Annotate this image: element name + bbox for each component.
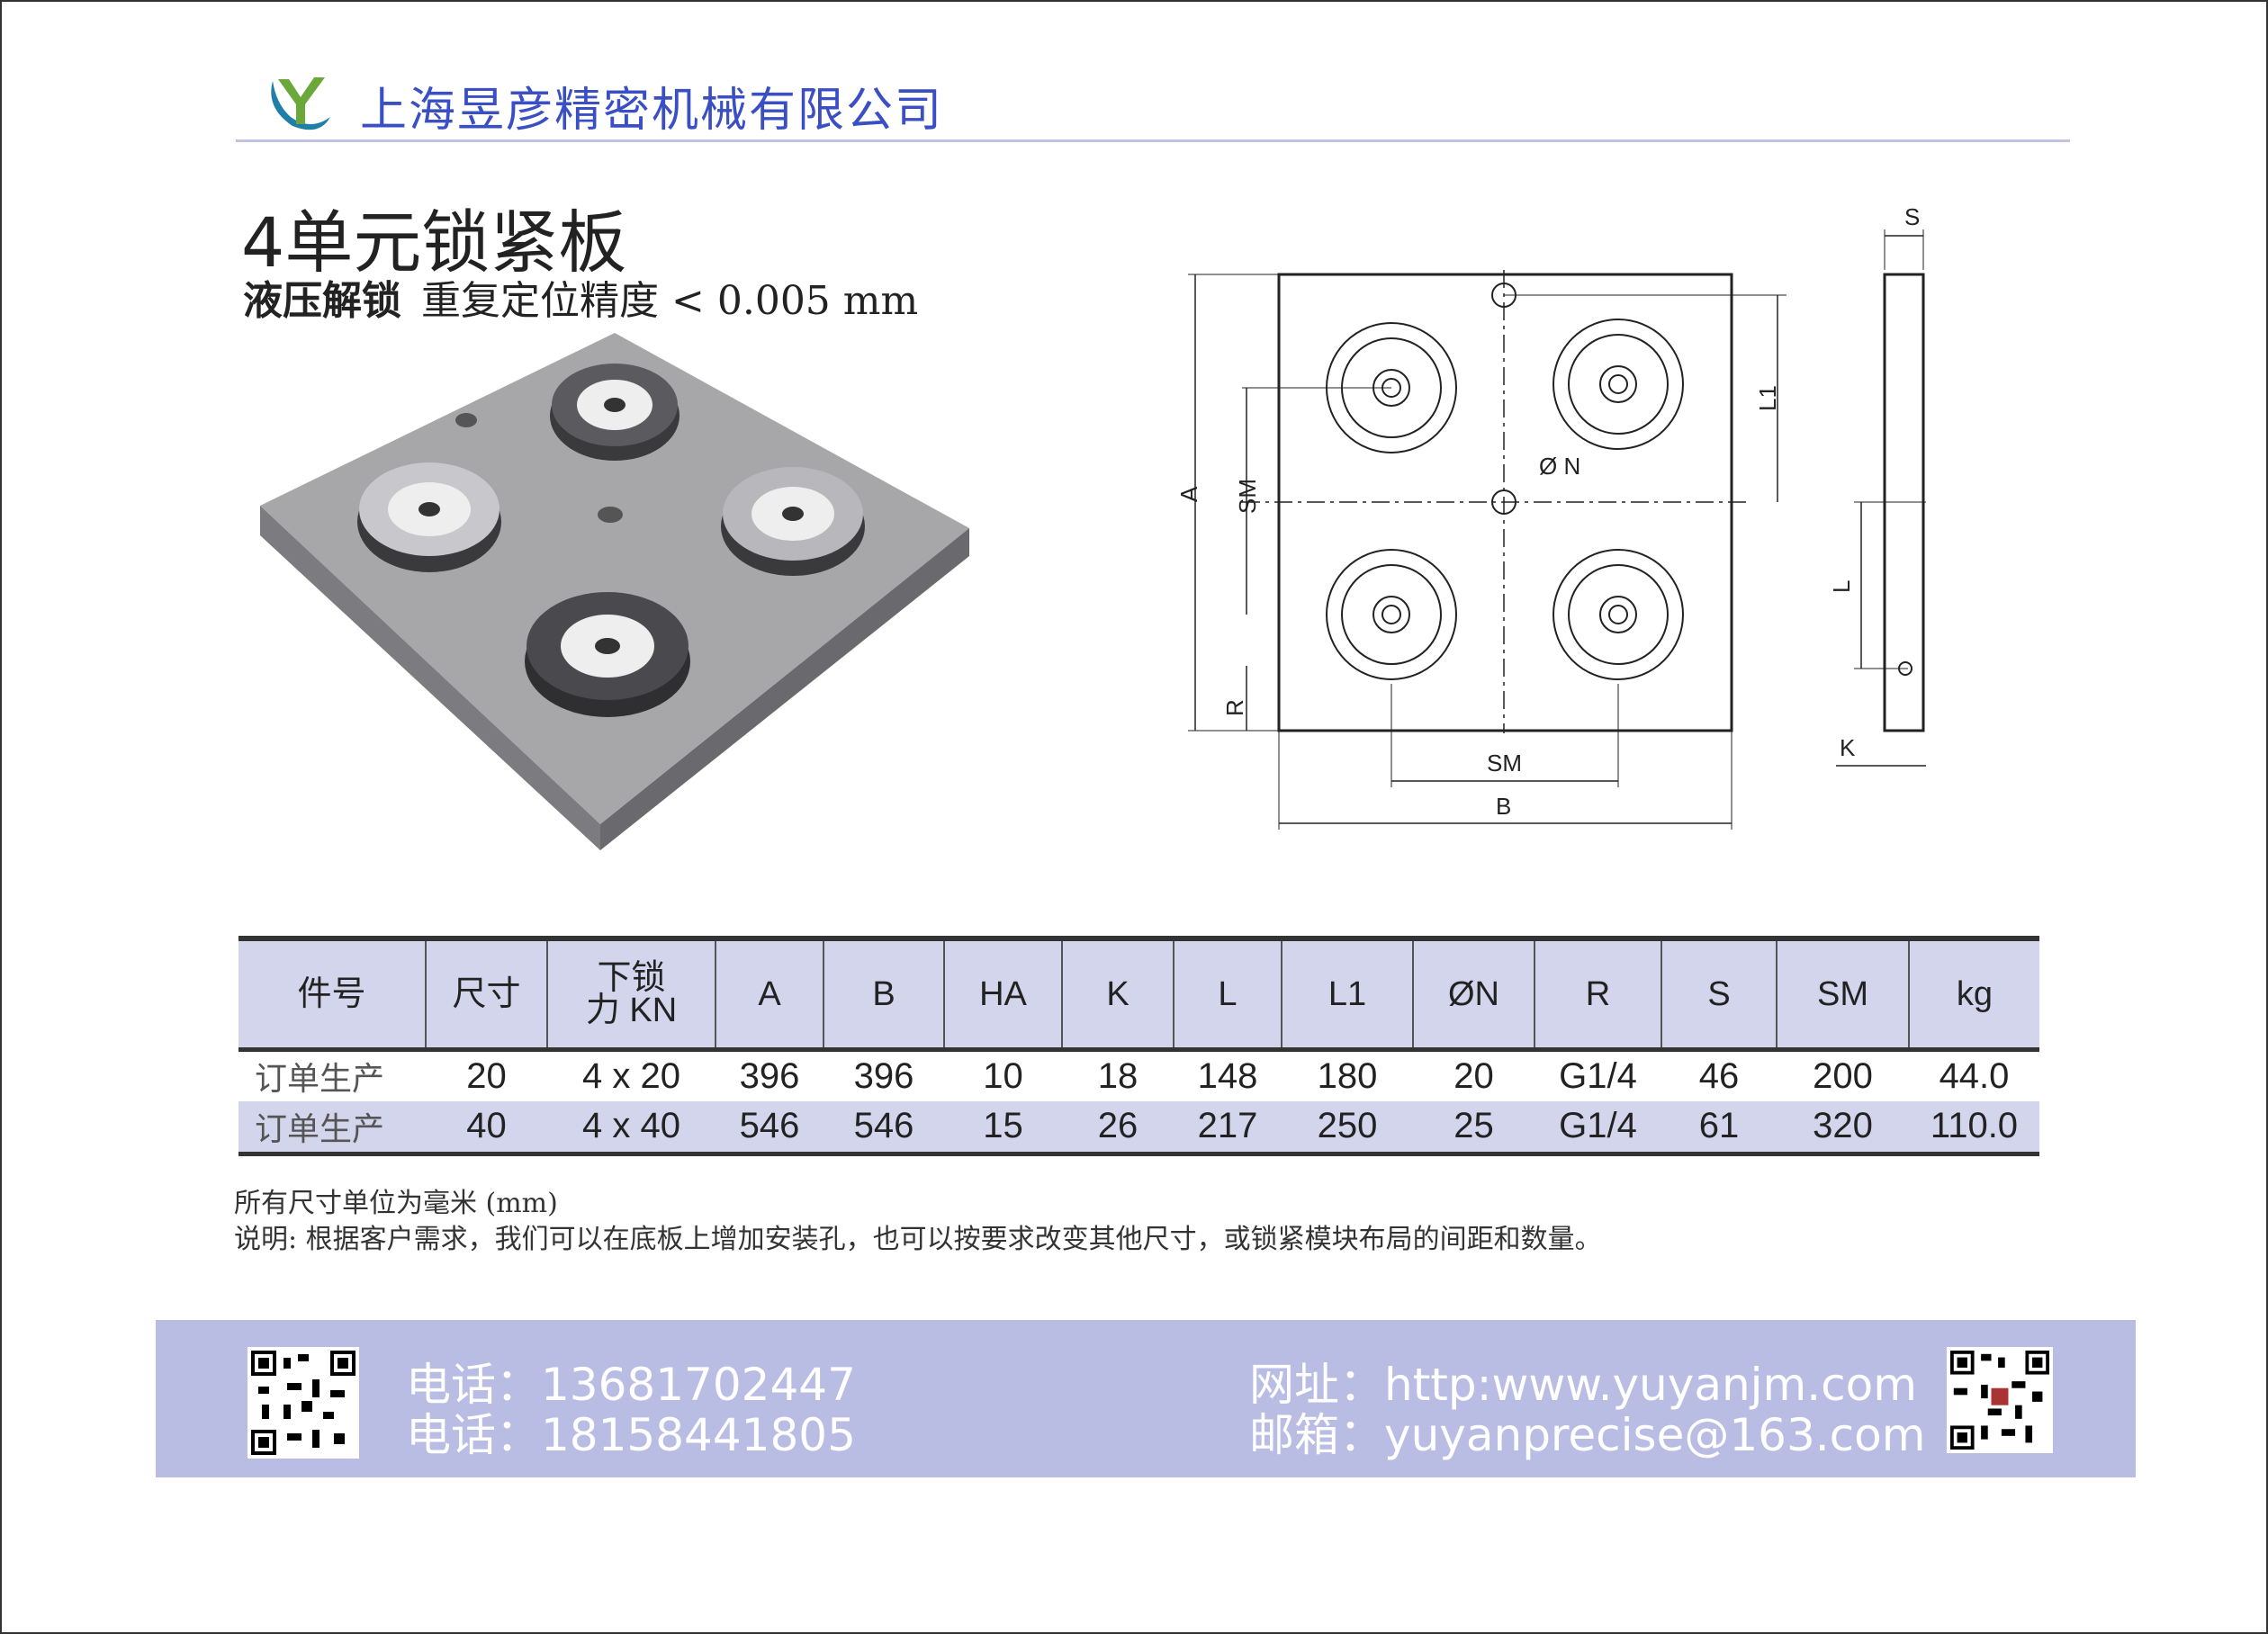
table-row: 订单生产 40 4 x 40 546 546 15 26 217 250 25 G1/4 61 320 1… xyxy=(238,1101,2039,1154)
cell: 46 xyxy=(1698,1055,1740,1096)
unlock-type: 液压解锁 xyxy=(243,278,401,324)
dim-label-s: S xyxy=(1904,203,1920,230)
cell: 4 x 40 xyxy=(582,1106,680,1146)
technical-drawing: S HA A SM Ø N L1 L K R SM B xyxy=(1175,203,1926,830)
cell: 320 xyxy=(1813,1106,1873,1146)
module-outline xyxy=(1326,549,1457,680)
spec-table: 件号 尺寸 下锁力 KN A B HA K L L1 ØN R S SM kg … xyxy=(238,936,2039,1156)
dim-label-n: Ø N xyxy=(1539,453,1580,480)
cell: 10 xyxy=(983,1055,1023,1096)
cell: G1/4 xyxy=(1559,1106,1637,1146)
clamping-module xyxy=(550,364,680,461)
cell: 546 xyxy=(853,1106,914,1146)
clamping-module xyxy=(525,592,690,717)
dim-label-k: K xyxy=(1840,734,1856,761)
cell: 148 xyxy=(1197,1055,1258,1096)
description-note: 说明: 根据客户需求，我们可以在底板上增加安装孔，也可以按要求改变其他尺寸，或锁… xyxy=(234,1224,1602,1255)
cell: 61 xyxy=(1698,1106,1740,1146)
dim-label-l1: L1 xyxy=(1754,385,1781,411)
phone-2: 电话：18158441805 xyxy=(406,1409,856,1461)
company-logo xyxy=(271,77,330,130)
cell: 40 xyxy=(466,1106,507,1146)
col-header: A xyxy=(715,938,824,1049)
qr-code-right[interactable] xyxy=(1947,1347,2053,1453)
col-header: L1 xyxy=(1281,938,1413,1049)
dim-label-b: B xyxy=(1496,793,1511,820)
cell: 18 xyxy=(1097,1055,1138,1096)
qr-code-icon xyxy=(1950,1351,2049,1450)
email[interactable]: 邮箱：yuyanprecise@163.com xyxy=(1249,1409,1926,1461)
table-row: 订单生产 20 4 x 20 396 396 10 18 148 180 20 G1/4 46 200 4… xyxy=(238,1049,2039,1101)
clamping-module xyxy=(357,462,501,572)
col-header: S xyxy=(1660,938,1777,1049)
col-header: 件号 xyxy=(297,974,366,1013)
col-header: K xyxy=(1061,938,1174,1049)
cell: 200 xyxy=(1813,1055,1873,1096)
cell: 25 xyxy=(1454,1106,1494,1146)
product-subtitle: 液压解锁重复定位精度 < 0.005 mm xyxy=(243,268,918,326)
cell: 250 xyxy=(1317,1106,1378,1146)
cell: 396 xyxy=(853,1055,914,1096)
dim-label-sm-vertical: SM xyxy=(1234,479,1261,514)
qr-code-left[interactable] xyxy=(248,1347,359,1459)
dim-label-r: R xyxy=(1221,699,1248,716)
table-header-row: 件号 尺寸 下锁力 KN A B HA K L L1 ØN R S SM kg xyxy=(238,938,2039,1049)
dim-label-sm-horizontal: SM xyxy=(1487,750,1522,777)
col-header: B xyxy=(823,938,944,1049)
qr-code-icon xyxy=(251,1351,356,1455)
col-header: 下锁力 KN xyxy=(546,938,716,1049)
precision-spec: 重复定位精度 < 0.005 mm xyxy=(421,278,919,324)
cell: 180 xyxy=(1317,1055,1378,1096)
cell: 217 xyxy=(1197,1106,1258,1146)
clamping-module xyxy=(721,467,865,576)
product-image xyxy=(260,333,969,850)
dim-label-a: A xyxy=(1175,486,1202,502)
cell: 订单生产 xyxy=(255,1109,385,1147)
cell: 20 xyxy=(466,1055,507,1096)
cell: 396 xyxy=(739,1055,800,1096)
website[interactable]: 网址：http:www.yuyanjm.com xyxy=(1249,1359,1917,1411)
phone-1: 电话：13681702447 xyxy=(406,1359,856,1411)
col-header: 尺寸 xyxy=(425,938,547,1049)
col-header: kg xyxy=(1908,938,2039,1049)
header-divider xyxy=(236,139,2070,142)
col-header: HA xyxy=(943,938,1062,1049)
col-header: ØN xyxy=(1412,938,1534,1049)
cell: 4 x 20 xyxy=(582,1055,680,1096)
col-header: SM xyxy=(1776,938,1909,1049)
cell: 26 xyxy=(1097,1106,1138,1146)
cell: G1/4 xyxy=(1559,1055,1637,1096)
cell: 546 xyxy=(739,1106,800,1146)
cell: 订单生产 xyxy=(255,1060,385,1098)
module-outline xyxy=(1552,549,1684,680)
cell: 110.0 xyxy=(1930,1106,2019,1146)
module-outline xyxy=(1552,319,1684,450)
product-title: 4单元锁紧板 xyxy=(241,202,627,283)
company-name: 上海昱彦精密机械有限公司 xyxy=(360,84,944,138)
cell: 20 xyxy=(1454,1055,1494,1096)
cell: 15 xyxy=(983,1106,1023,1146)
cell: 44.0 xyxy=(1939,1055,2010,1096)
dim-label-l: L xyxy=(1828,580,1855,593)
notes: 所有尺寸单位为毫米 (mm) 说明: 根据客户需求，我们可以在底板上增加安装孔，… xyxy=(234,1186,1602,1258)
contact-footer: 电话：13681702447 电话：18158441805 网址：http:ww… xyxy=(156,1320,2136,1477)
col-header: L xyxy=(1173,938,1282,1049)
units-note: 所有尺寸单位为毫米 (mm) xyxy=(234,1188,558,1219)
col-header: R xyxy=(1534,938,1661,1049)
